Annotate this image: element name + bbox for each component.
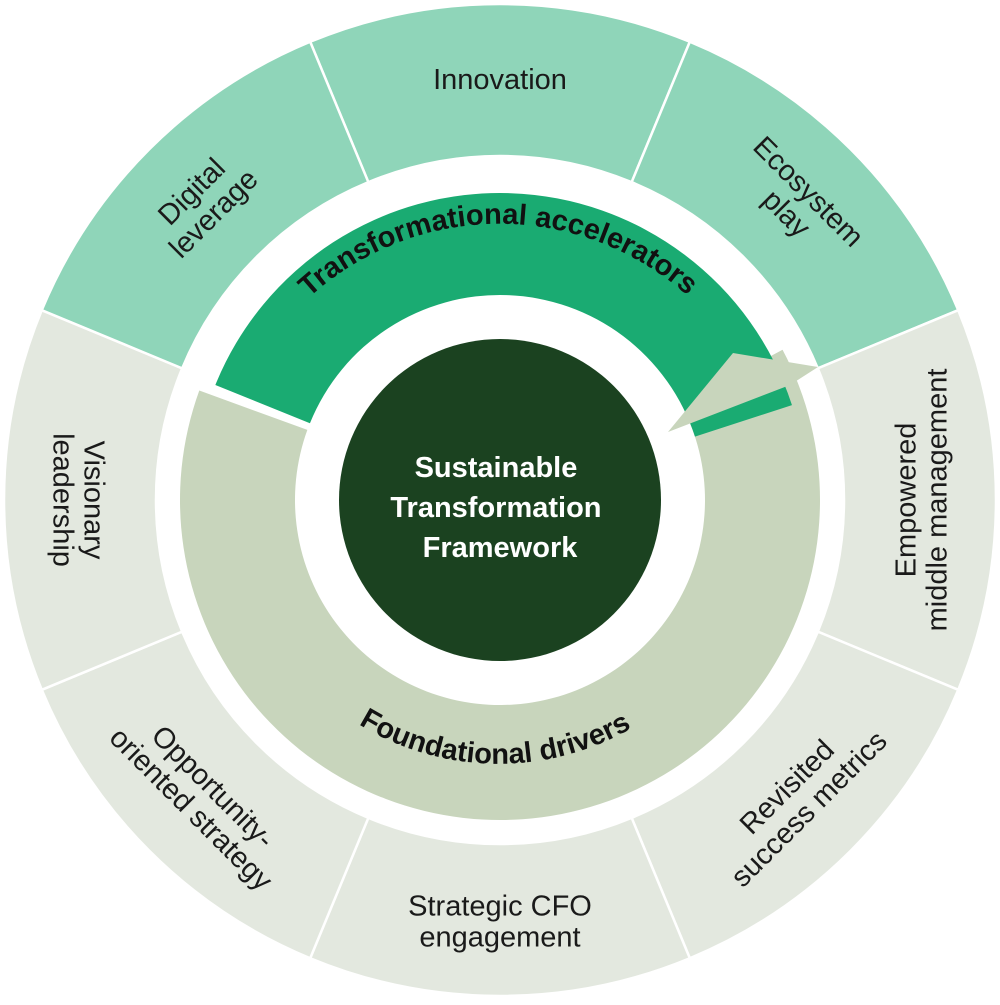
cycle-arrow-icon xyxy=(668,353,818,432)
segment-label-line: Innovation xyxy=(433,64,567,96)
segment-label-line: Visionary xyxy=(78,441,110,560)
center-title: Sustainable Transformation Framework xyxy=(390,452,609,564)
center-circle xyxy=(339,339,661,661)
segment-label-empowered-middle-management: Empoweredmiddle management xyxy=(891,369,954,632)
inner-rings xyxy=(179,193,820,821)
segment-label-line: leadership xyxy=(47,433,79,567)
segment-label-innovation: Innovation xyxy=(433,64,567,96)
transformational-accelerators-ring xyxy=(215,193,792,437)
center-title-line-2: Transformation xyxy=(390,492,601,524)
foundational-drivers-ring xyxy=(179,349,820,821)
segment-label-line: middle management xyxy=(922,369,954,632)
segment-label-line: Empowered xyxy=(891,423,923,578)
segment-label-line: Strategic CFO xyxy=(408,891,592,923)
segment-label-line: engagement xyxy=(419,922,580,954)
center-title-line-1: Sustainable xyxy=(415,452,578,484)
center-title-line-3: Framework xyxy=(423,532,579,564)
segment-digital-leverage xyxy=(40,40,370,370)
segment-label-visionary-leadership: Visionaryleadership xyxy=(47,433,110,567)
